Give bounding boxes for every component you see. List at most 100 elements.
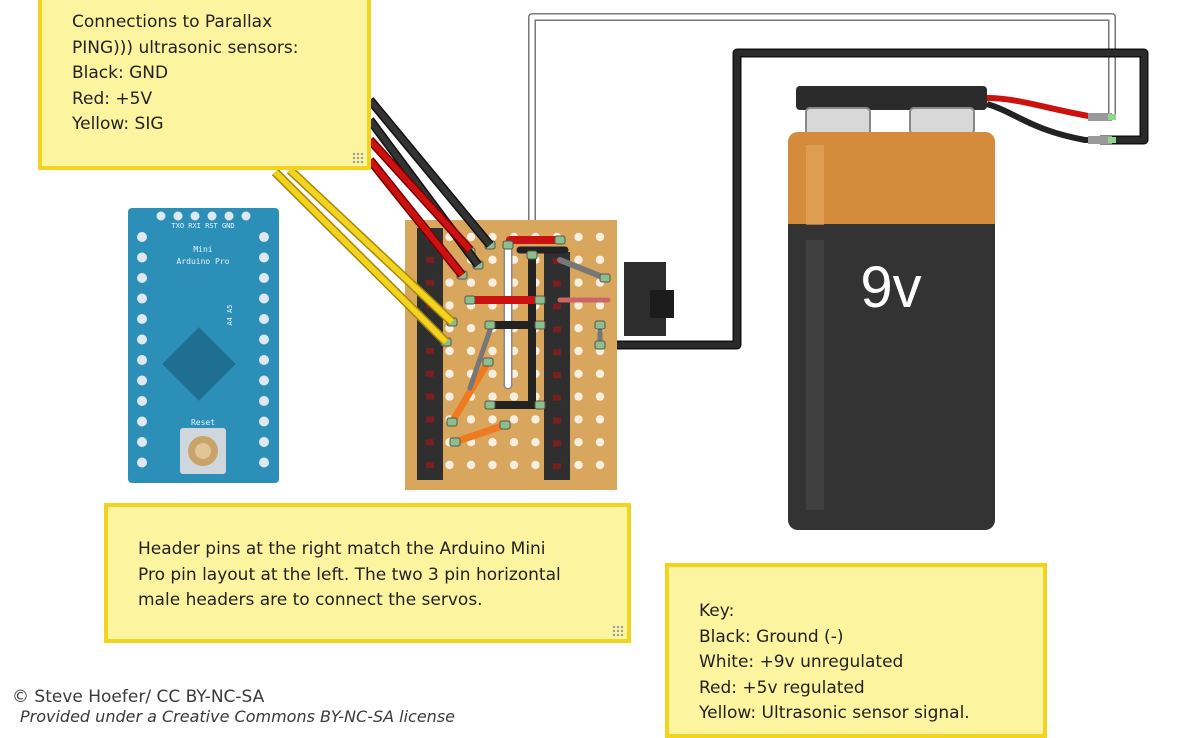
stripboard-hole [574, 392, 583, 401]
stripboard-hole [488, 369, 497, 378]
stripboard-hole [488, 278, 497, 287]
jumper-end [484, 320, 496, 330]
note-key: Key: Black: Ground (-) White: +9v unregu… [665, 563, 1047, 738]
header-pin [553, 463, 561, 470]
wiring-diagram: 9v [128, 13, 1149, 530]
stripboard-hole [574, 301, 583, 310]
arduino-pin [259, 232, 269, 242]
stripboard-hole [488, 346, 497, 356]
stripboard-hole [488, 415, 497, 424]
header-pin [426, 416, 434, 423]
stripboard-hole [509, 392, 519, 401]
white-supply-wire [528, 13, 1116, 240]
arduino-name-line1: Mini [193, 245, 212, 254]
stripboard-hole [595, 438, 605, 447]
jumper-end [464, 295, 476, 305]
stripboard-hole [488, 460, 497, 470]
battery-cap [796, 86, 987, 110]
note-line: Yellow: SIG [72, 114, 164, 134]
stripboard-hole [531, 438, 540, 447]
note-line: Key: [699, 601, 735, 621]
stripboard-hole [445, 346, 454, 356]
jumper-end [594, 320, 606, 330]
jumper-end [534, 295, 546, 305]
arduino-pin [259, 375, 269, 386]
arduino-pin [137, 334, 147, 345]
note-line: White: +9v unregulated [699, 652, 904, 672]
stripboard-hole [574, 255, 583, 264]
stripboard-hole [488, 255, 497, 264]
arduino-pin [137, 273, 147, 283]
note-line: Yellow: Ultrasonic sensor signal. [699, 703, 970, 723]
arduino-pin [259, 334, 269, 345]
header-pin [426, 256, 434, 263]
arduino-pin [137, 232, 147, 242]
note-line: male headers are to connect the servos. [138, 590, 483, 610]
header-pin [553, 417, 561, 424]
stripboard-hole [531, 415, 540, 424]
note-line: Black: GND [72, 63, 169, 83]
arduino-pin [190, 211, 200, 221]
arduino-pin [259, 457, 269, 468]
arduino-pins [137, 211, 269, 468]
header-pin [553, 372, 561, 378]
stripboard-hole [488, 392, 497, 401]
note-line: Header pins at the right match the Ardui… [138, 539, 546, 559]
jumper-end [534, 400, 546, 410]
stripboard-hole [488, 438, 497, 447]
note-line: Red: +5V [72, 88, 153, 109]
stripboard-hole [466, 415, 476, 424]
arduino-top-pins: TXO RXI RST GND [171, 222, 234, 230]
header-pin [426, 348, 434, 354]
stripboard-hole [466, 232, 476, 242]
header-pin [553, 258, 561, 264]
note-ping-connections: Connections to Parallax PING))) ultrason… [38, 0, 371, 170]
header-pin [553, 349, 561, 356]
stripboard-hole [595, 392, 605, 401]
battery-terminal-left [805, 107, 871, 137]
arduino-pin [137, 355, 147, 365]
note-line: Red: +5v regulated [699, 677, 865, 698]
header-pin [553, 394, 561, 401]
jumper-end [482, 357, 494, 367]
note-line: Connections to Parallax [72, 12, 273, 32]
stripboard-hole [531, 460, 540, 470]
arduino-pin [259, 273, 269, 283]
jumper-end [502, 240, 514, 250]
jumper-end [526, 250, 538, 260]
jumper-end [499, 420, 511, 430]
microcontroller-chip [162, 327, 236, 401]
arduino-pin [137, 293, 147, 304]
stripboard [405, 220, 617, 490]
stripboard-hole [574, 346, 583, 356]
arduino-pin [156, 211, 166, 221]
stripboard-hole [509, 460, 519, 470]
stripboard-hole [595, 301, 605, 310]
arduino-pin [137, 416, 147, 427]
note-line: PING))) ultrasonic sensors: [72, 37, 299, 58]
header-pin [426, 279, 434, 286]
note-line: Pro pin layout at the left. The two 3 pi… [138, 564, 561, 585]
jumper-end [449, 437, 461, 447]
header-pin [426, 439, 434, 446]
arduino-pin [137, 252, 147, 263]
stripboard-hole [466, 346, 476, 356]
arduino-pin [224, 211, 234, 221]
stripboard-hole [574, 278, 583, 287]
board-jumpers [448, 236, 611, 446]
jumper-end [554, 235, 566, 245]
arduino-pin [137, 375, 147, 386]
stripboard-hole [466, 278, 476, 287]
stripboard-hole [595, 255, 605, 264]
resize-grip-icon [352, 152, 364, 164]
arduino-pin [137, 457, 147, 468]
arduino-pin [207, 211, 217, 221]
battery-leads [986, 95, 1116, 144]
arduino-pro-mini: TXO RXI RST GND Mini Arduino Pro A4 A5 R… [128, 208, 279, 483]
note-line: Black: Ground (-) [699, 626, 844, 647]
note-header-pins: Header pins at the right match the Ardui… [104, 503, 631, 643]
stripboard-hole [445, 278, 454, 287]
stripboard-hole [445, 301, 454, 310]
arduino-pin [137, 314, 147, 324]
battery-9v: 9v [788, 86, 995, 530]
